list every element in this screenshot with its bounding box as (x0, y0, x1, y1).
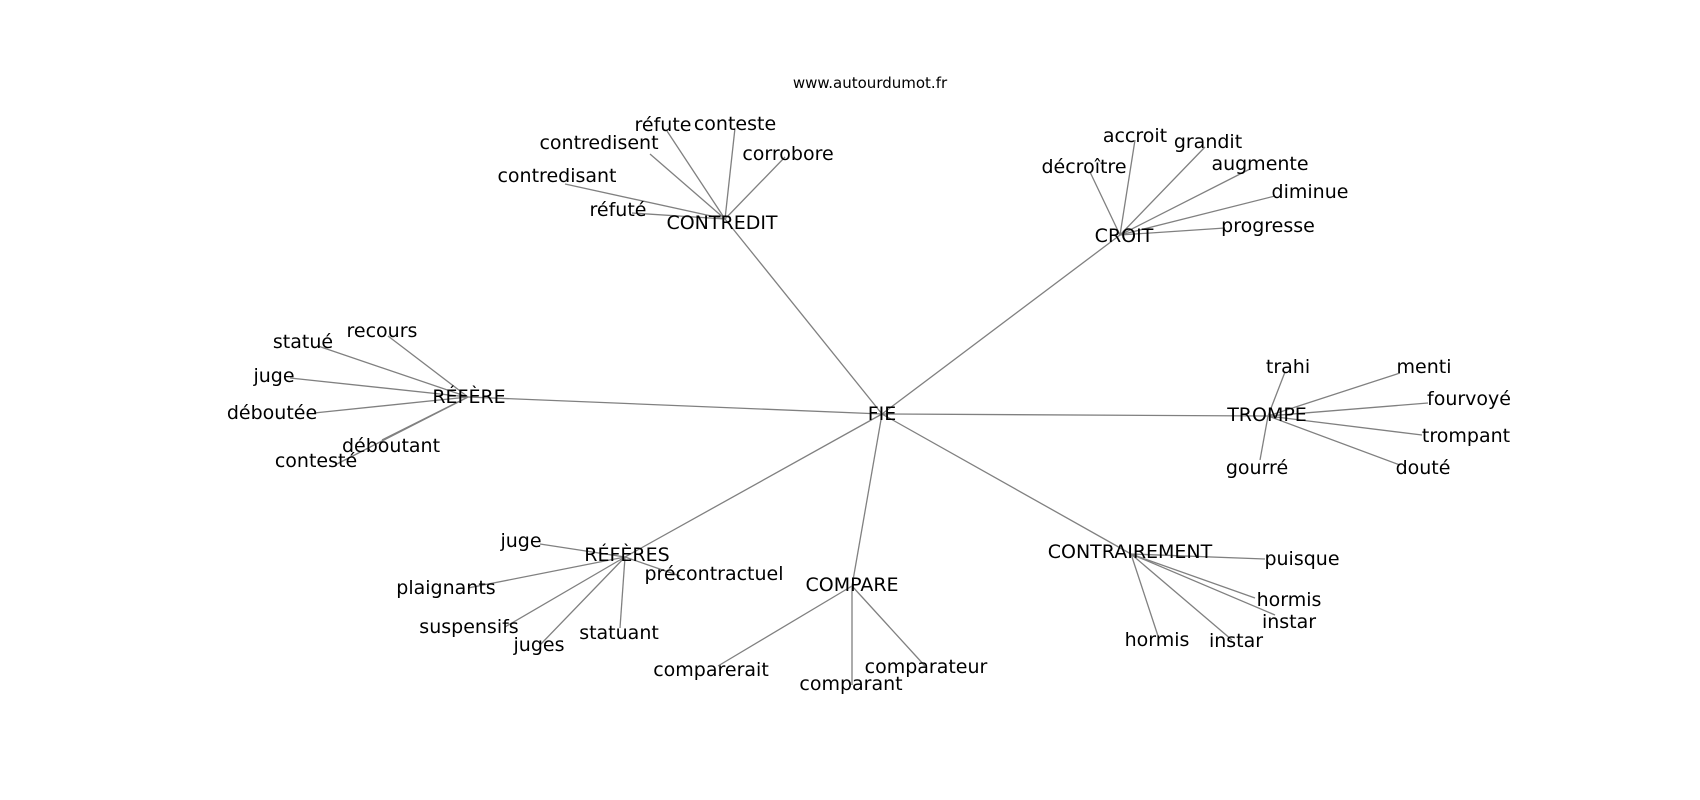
edge-hub-0-leaf-5 (631, 212, 726, 220)
node-leaf-1-0: accroit (1103, 125, 1167, 147)
edge-hub-1-leaf-5 (1119, 227, 1226, 236)
edge-hub-0-leaf-2 (649, 153, 726, 220)
edge-hub-6-leaf-3 (1130, 553, 1159, 637)
edge-hub-5-leaf-2 (851, 585, 926, 667)
node-leaf-4-3: suspensifs (419, 616, 518, 638)
node-leaf-0-5: réfuté (590, 199, 647, 221)
node-leaf-4-4: statuant (579, 622, 659, 644)
edge-hub-2-leaf-1 (317, 345, 469, 398)
node-leaf-6-1: hormis (1257, 589, 1322, 611)
node-leaf-3-1: menti (1397, 356, 1452, 378)
edge-hub-3-leaf-3 (1267, 415, 1423, 436)
edge-center-hub-6 (881, 413, 1132, 555)
node-leaf-0-4: contredisant (497, 165, 616, 187)
node-leaf-5-0: comparerait (653, 659, 769, 681)
edge-hub-6-leaf-1 (1130, 553, 1256, 599)
edge-hub-1-leaf-1 (1119, 146, 1206, 236)
edge-center-hub-1 (881, 234, 1121, 415)
edge-center-hub-0 (724, 218, 883, 415)
node-hub-4: RÉFÈRES (584, 543, 669, 566)
edge-hub-1-leaf-3 (1119, 168, 1251, 236)
edge-hub-0-leaf-0 (666, 130, 726, 220)
node-leaf-0-1: conteste (694, 113, 776, 135)
edge-hub-0-leaf-1 (724, 127, 736, 220)
edge-hub-2-leaf-0 (387, 335, 469, 398)
node-leaf-2-3: déboutée (227, 402, 317, 424)
node-center: FIE (868, 403, 897, 425)
edge-center-hub-4 (624, 413, 883, 558)
node-leaf-2-5: contesté (275, 450, 357, 472)
edge-hub-3-leaf-2 (1267, 402, 1429, 417)
edge-hub-0-leaf-3 (724, 156, 786, 220)
edge-hub-2-leaf-2 (289, 377, 469, 398)
watermark-text: www.autourdumot.fr (793, 74, 948, 92)
node-leaf-1-2: décroître (1041, 156, 1126, 178)
node-leaf-3-5: douté (1396, 457, 1451, 479)
node-hub-2: RÉFÈRE (432, 385, 505, 408)
node-leaf-6-2: instar (1262, 611, 1316, 633)
edge-hub-1-leaf-2 (1089, 171, 1121, 236)
edge-hub-6-leaf-2 (1130, 553, 1276, 616)
edge-hub-3-leaf-0 (1267, 371, 1286, 417)
edges-layer (289, 127, 1429, 685)
edge-hub-3-leaf-5 (1267, 415, 1401, 466)
edge-hub-0-leaf-4 (564, 183, 726, 220)
edge-hub-2-leaf-3 (313, 396, 469, 414)
node-leaf-1-5: progresse (1221, 215, 1315, 237)
edge-hub-4-leaf-2 (467, 556, 626, 589)
edge-hub-4-leaf-1 (624, 556, 681, 577)
node-hub-5: COMPARE (805, 574, 898, 596)
node-leaf-5-1: comparant (799, 673, 902, 695)
node-hub-6: CONTRAIREMENT (1048, 541, 1213, 563)
node-leaf-0-3: corrobore (742, 143, 833, 165)
edge-hub-4-leaf-5 (539, 556, 626, 646)
node-leaf-4-2: plaignants (396, 577, 495, 599)
node-leaf-4-0: juge (499, 530, 541, 552)
edge-center-hub-3 (881, 413, 1269, 417)
node-leaf-3-4: gourré (1226, 457, 1288, 479)
node-hub-1: CROIT (1095, 225, 1154, 247)
node-leaf-2-1: statué (273, 331, 333, 353)
node-leaf-2-0: recours (347, 320, 418, 342)
node-leaf-1-1: grandit (1174, 131, 1242, 153)
edge-hub-3-leaf-1 (1267, 372, 1401, 417)
edge-hub-4-leaf-3 (504, 556, 626, 628)
node-leaf-3-3: trompant (1422, 425, 1510, 447)
edge-hub-6-leaf-0 (1130, 553, 1266, 560)
edge-hub-1-leaf-0 (1119, 139, 1136, 236)
node-leaf-6-0: puisque (1264, 548, 1339, 570)
edge-hub-6-leaf-4 (1130, 553, 1233, 641)
node-leaf-0-2: contredisent (539, 132, 658, 154)
node-leaf-1-4: diminue (1272, 181, 1349, 203)
edge-hub-4-leaf-0 (539, 543, 626, 558)
node-hub-0: CONTREDIT (666, 212, 777, 234)
node-leaf-4-1: précontractuel (644, 563, 783, 585)
node-leaf-2-4: déboutant (342, 435, 440, 457)
node-leaf-0-0: réfute (635, 114, 692, 136)
edge-hub-3-leaf-4 (1259, 415, 1269, 461)
edge-center-hub-2 (467, 396, 883, 415)
node-leaf-6-3: hormis (1125, 629, 1190, 651)
node-leaf-6-4: instar (1209, 630, 1263, 652)
node-leaf-3-2: fourvoyé (1427, 388, 1511, 410)
node-hub-3: TROMPE (1226, 404, 1307, 426)
edge-hub-1-leaf-4 (1119, 195, 1276, 236)
edge-hub-5-leaf-0 (717, 585, 853, 667)
edge-center-hub-5 (851, 413, 883, 587)
node-leaf-2-2: juge (252, 365, 294, 387)
edge-hub-4-leaf-4 (619, 556, 626, 629)
node-leaf-4-5: juges (513, 634, 565, 656)
node-leaf-5-2: comparateur (865, 656, 988, 678)
node-leaf-1-3: augmente (1211, 153, 1308, 175)
node-leaf-3-0: trahi (1266, 356, 1310, 378)
edge-hub-2-leaf-5 (334, 396, 469, 466)
